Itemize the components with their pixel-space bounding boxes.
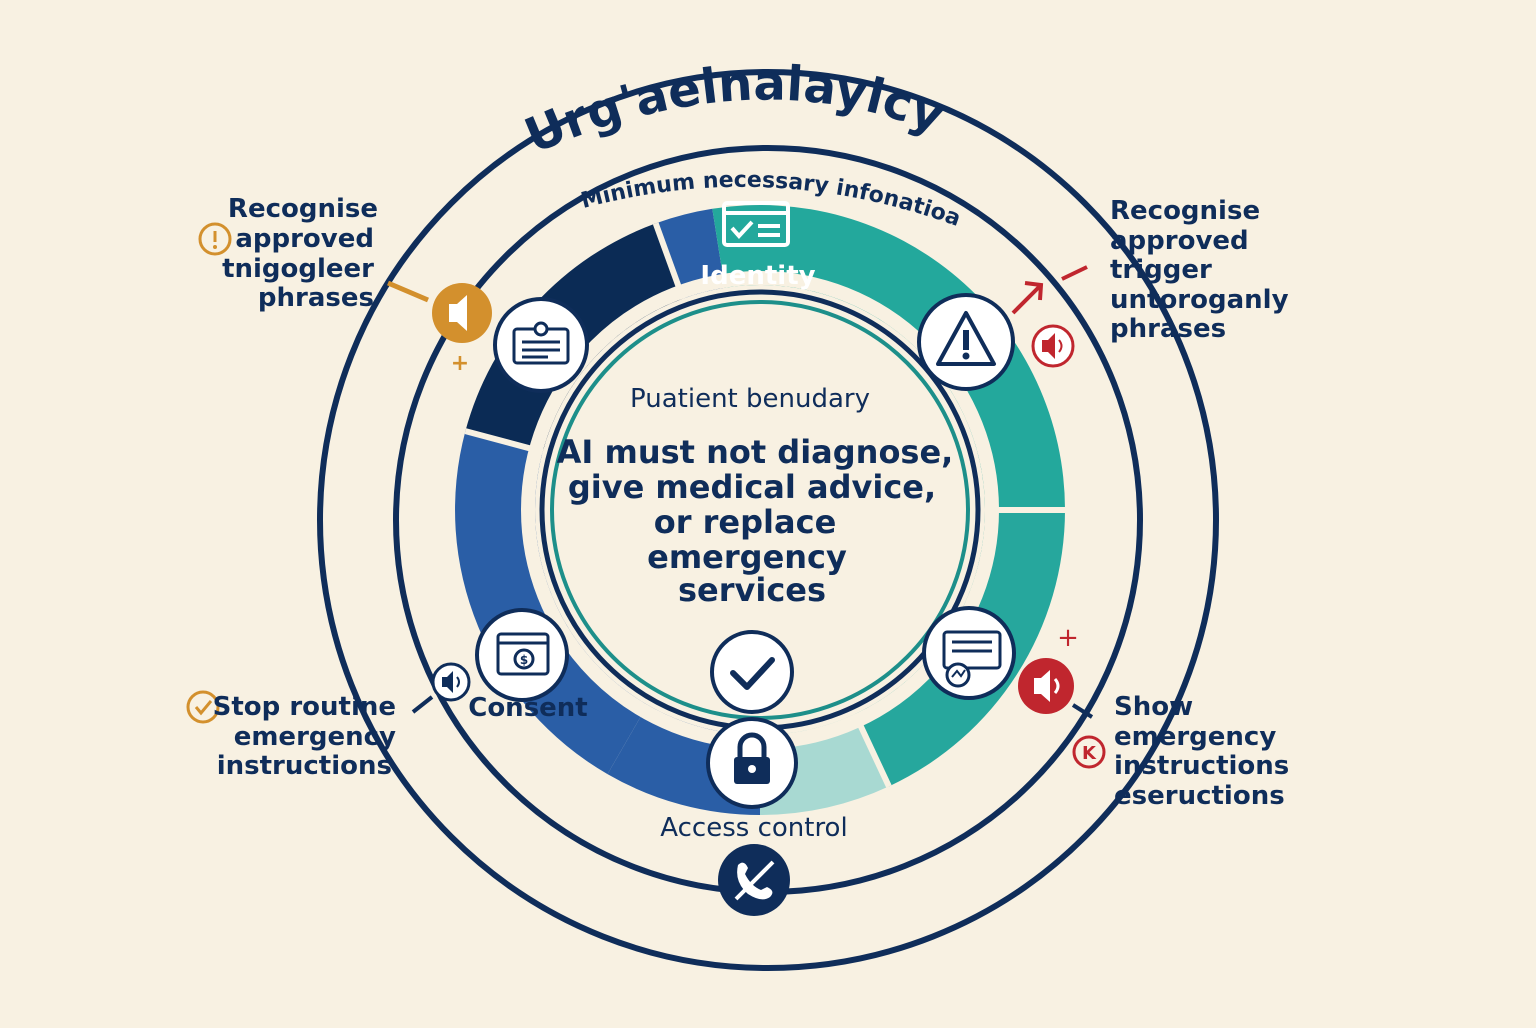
callout-line: instructions [217, 751, 392, 781]
callout-line: Recognise [228, 194, 378, 224]
warning-icon [917, 293, 1015, 391]
callout-line: eseructions [1114, 781, 1285, 811]
callout-line: emergency [234, 722, 396, 752]
speaker-icon: + [387, 280, 492, 376]
plus-icon: + [451, 351, 469, 376]
center-line: give medical advice, [568, 468, 936, 506]
k-circle-icon: K [1072, 735, 1106, 769]
speaker-icon [411, 662, 471, 714]
callout-line: Recognise [1110, 196, 1260, 226]
segment-identity-blue [655, 208, 725, 299]
phone-off-icon [718, 844, 790, 916]
center-line: emergency [647, 538, 847, 576]
callout-bottom-right: Show emergency instructions eseructions [1114, 692, 1289, 811]
lock-icon [706, 717, 798, 809]
callout-top-right: Recognise approved trigger untoroganly p… [1110, 196, 1289, 344]
alert-icon [198, 222, 232, 256]
id-card-icon [493, 297, 589, 393]
center-heading: Puatient benudary [630, 384, 870, 414]
callout-line: phrases [1110, 314, 1226, 344]
callout-line: instructions [1114, 751, 1289, 781]
callout-line: phrases [258, 283, 374, 313]
callout-line: approved [1110, 226, 1249, 256]
callout-line: approved [235, 224, 374, 254]
center-statement: AI must not diagnose, give medical advic… [557, 433, 954, 609]
k-glyph: K [1082, 743, 1097, 764]
check-circle-icon [186, 690, 220, 724]
callout-bottom-left: Stop routine emergency instructions [213, 692, 396, 781]
speaker-icon [1031, 324, 1075, 368]
callout-line: Show [1114, 692, 1193, 722]
callout-line: untoroganly [1110, 285, 1289, 315]
check-icon [710, 630, 794, 714]
identity-label: Identity [700, 261, 815, 291]
access-control-label: Access control [660, 813, 847, 843]
payment-window-icon: $ [475, 608, 569, 702]
chat-document-icon [922, 606, 1016, 700]
arrow-icon [1011, 265, 1088, 315]
checklist-icon [722, 201, 790, 247]
center-line: AI must not diagnose, [557, 433, 954, 471]
center-line: services [678, 571, 826, 609]
callout-line: tnigogleer [222, 254, 374, 284]
callout-line: Stop routine [213, 692, 396, 722]
outer-ring [317, 69, 1219, 971]
callout-line: emergency [1114, 722, 1276, 752]
center-line: or replace [654, 503, 837, 541]
plus-icon: + [1057, 623, 1079, 653]
callout-top-left: Recognise approved tnigogleer phrases [222, 194, 378, 313]
dollar-glyph: $ [520, 653, 528, 667]
callout-line: trigger [1110, 255, 1212, 285]
speaker-icon: + [1018, 623, 1094, 719]
